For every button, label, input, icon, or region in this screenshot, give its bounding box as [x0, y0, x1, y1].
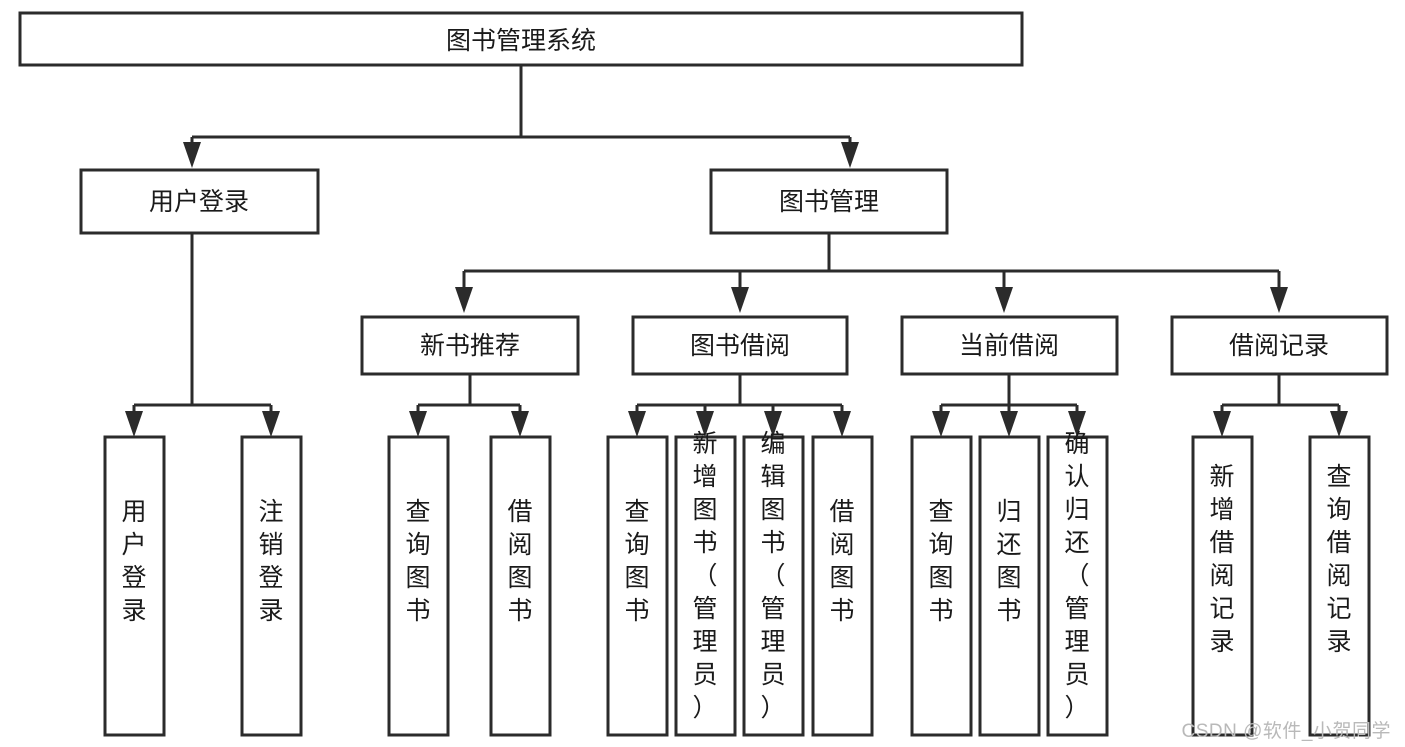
- leaf-label-vertical: 查询图书: [928, 498, 953, 625]
- node-book-management[interactable]: 图书管理: [709, 168, 949, 235]
- leaf-user-login-0[interactable]: 用户登录: [103, 435, 166, 737]
- leaf-current-borrow-2[interactable]: 确认归还（管理员）: [1046, 430, 1109, 737]
- connector-bookmgmt-to-level3: [455, 233, 1288, 313]
- leaf-current-borrow-1[interactable]: 归还图书: [978, 435, 1041, 737]
- node-book-borrow-label: 图书借阅: [690, 332, 790, 360]
- connector-root-to-level2: [183, 65, 859, 168]
- leaf-user-login-1[interactable]: 注销登录: [240, 435, 303, 737]
- connector-borrowrecord-to-leaves: [1213, 374, 1348, 437]
- node-book-borrow[interactable]: 图书借阅: [631, 315, 849, 376]
- arrow-icon: [1213, 411, 1231, 437]
- leaf-label-vertical: 借阅图书: [507, 498, 532, 625]
- arrow-icon: [731, 287, 749, 313]
- arrow-icon: [1000, 411, 1018, 437]
- arrow-icon: [455, 287, 473, 313]
- connector-newbook-to-leaves: [409, 374, 529, 437]
- arrow-icon: [183, 142, 201, 168]
- leaf-label-vertical: 查询图书: [624, 498, 649, 625]
- leaf-current-borrow-0[interactable]: 查询图书: [910, 435, 973, 737]
- watermark-csdn: CSDN @软件_小贺同学: [1181, 721, 1391, 742]
- leaf-book-borrow-2[interactable]: 编辑图书（管理员）: [742, 430, 805, 737]
- arrow-icon: [628, 411, 646, 437]
- leaf-label-vertical: 借阅图书: [829, 498, 854, 625]
- arrow-icon: [841, 142, 859, 168]
- node-new-book-recommend-label: 新书推荐: [420, 332, 520, 360]
- connector-currentborrow-to-leaves: [932, 374, 1086, 437]
- leaf-label-vertical: 编辑图书（管理员）: [760, 430, 785, 722]
- leaf-book-borrow-1[interactable]: 新增图书（管理员）: [674, 430, 737, 737]
- node-user-login-label: 用户登录: [149, 188, 249, 216]
- node-new-book-recommend[interactable]: 新书推荐: [360, 315, 580, 376]
- leaf-borrow-record-1[interactable]: 查询借阅记录: [1308, 435, 1371, 737]
- node-book-management-label: 图书管理: [779, 188, 879, 216]
- arrow-icon: [1270, 287, 1288, 313]
- leaf-book-borrow-3[interactable]: 借阅图书: [811, 435, 874, 737]
- leaf-new-book-recommend-1[interactable]: 借阅图书: [489, 435, 552, 737]
- leaf-borrow-record-0[interactable]: 新增借阅记录: [1191, 435, 1254, 737]
- leaf-label-vertical: 新增借阅记录: [1209, 463, 1234, 656]
- leaf-new-book-recommend-0[interactable]: 查询图书: [387, 435, 450, 737]
- leaf-label-vertical: 确认归还（管理员）: [1064, 430, 1089, 722]
- leaf-label-vertical: 用户登录: [121, 498, 146, 625]
- arrow-icon: [1330, 411, 1348, 437]
- arrow-icon: [833, 411, 851, 437]
- connector-bookborrow-to-leaves: [628, 374, 851, 437]
- leaf-label-vertical: 注销登录: [258, 498, 283, 625]
- leaf-book-borrow-0[interactable]: 查询图书: [606, 435, 669, 737]
- node-root-label: 图书管理系统: [446, 27, 596, 55]
- arrow-icon: [511, 411, 529, 437]
- node-borrow-record[interactable]: 借阅记录: [1170, 315, 1389, 376]
- leaf-label-vertical: 查询借阅记录: [1326, 463, 1351, 656]
- connector-userlogin-to-leaves: [125, 233, 280, 437]
- arrow-icon: [995, 287, 1013, 313]
- leaf-label-vertical: 新增图书（管理员）: [692, 430, 717, 722]
- node-borrow-record-label: 借阅记录: [1229, 332, 1329, 360]
- node-root[interactable]: 图书管理系统: [18, 11, 1024, 67]
- node-current-borrow[interactable]: 当前借阅: [900, 315, 1119, 376]
- leaf-label-vertical: 归还图书: [996, 498, 1021, 625]
- arrow-icon: [409, 411, 427, 437]
- arrow-icon: [932, 411, 950, 437]
- node-user-login[interactable]: 用户登录: [79, 168, 320, 235]
- leaf-label-vertical: 查询图书: [405, 498, 430, 625]
- arrow-icon: [125, 411, 143, 437]
- node-current-borrow-label: 当前借阅: [959, 332, 1059, 360]
- arrow-icon: [262, 411, 280, 437]
